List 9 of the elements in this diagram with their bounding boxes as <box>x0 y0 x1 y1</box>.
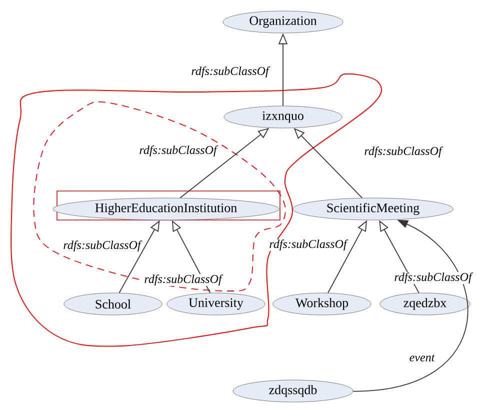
arrow <box>352 220 468 392</box>
edge-label: rdfs:subClassOf <box>138 145 218 157</box>
edge-label: rdfs:subClassOf <box>268 239 348 251</box>
edge-label: rdfs:subClassOf <box>62 240 142 252</box>
edge-label: rdfs:subClassOf <box>144 274 224 286</box>
edge-label: event <box>408 354 436 362</box>
edge-label: rdfs:subClassOf <box>394 272 474 284</box>
edge-label: rdfs:subClassOf <box>364 146 444 158</box>
edge-label: rdfs:subClassOf <box>190 66 270 78</box>
